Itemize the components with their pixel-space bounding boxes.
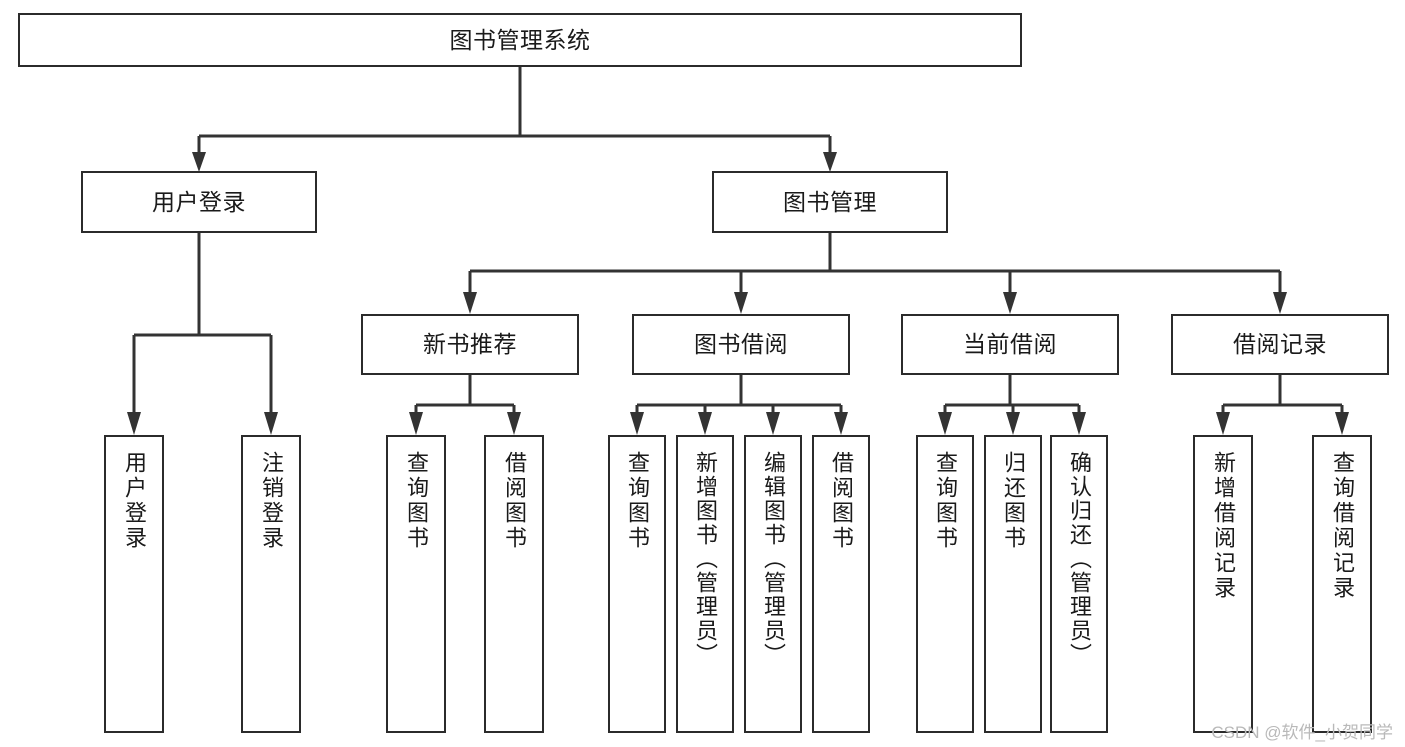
node-label: 当前借阅 [963,331,1057,358]
node-label: 注销登录 [259,451,284,551]
leaf-user-login[interactable]: 用户登录 [104,435,164,733]
arrowhead-icon [463,292,477,314]
arrowhead-icon [507,412,521,435]
leaf-borrow-book[interactable]: 借阅图书 [812,435,870,733]
arrowhead-icon [1072,412,1086,435]
node-label: 新书推荐 [423,331,517,358]
arrowhead-icon [823,152,837,172]
node-label: 借阅记录 [1233,331,1327,358]
node-book-management[interactable]: 图书管理 [712,171,948,233]
arrowhead-icon [409,412,423,435]
node-label: 新增图书（管理员） [693,451,718,667]
arrowhead-icon [1006,412,1020,435]
node-borrow-record[interactable]: 借阅记录 [1171,314,1389,375]
arrowhead-icon [1003,292,1017,314]
leaf-borrow-book-newbook[interactable]: 借阅图书 [484,435,544,733]
node-user-login[interactable]: 用户登录 [81,171,317,233]
arrowhead-icon [264,412,278,435]
node-label: 查询图书 [933,451,958,551]
node-label: 用户登录 [122,451,147,551]
node-label: 借阅图书 [829,451,854,551]
leaf-query-borrow-record[interactable]: 查询借阅记录 [1312,435,1372,733]
node-label: 查询借阅记录 [1330,451,1355,601]
arrowhead-icon [734,292,748,314]
watermark-text: CSDN @软件_小贺同学 [1211,723,1393,742]
node-label: 借阅图书 [502,451,527,551]
leaf-query-book-current[interactable]: 查询图书 [916,435,974,733]
node-label: 确认归还（管理员） [1067,451,1092,667]
node-label: 用户登录 [152,188,246,215]
arrowhead-icon [938,412,952,435]
leaf-add-borrow-record[interactable]: 新增借阅记录 [1193,435,1253,733]
arrowhead-icon [1273,292,1287,314]
node-label: 归还图书 [1001,451,1026,551]
node-label: 查询图书 [404,451,429,551]
leaf-edit-book-admin[interactable]: 编辑图书（管理员） [744,435,802,733]
node-book-borrow[interactable]: 图书借阅 [632,314,850,375]
node-label: 查询图书 [625,451,650,551]
node-label: 图书借阅 [694,331,788,358]
arrowhead-icon [127,412,141,435]
leaf-logout-login[interactable]: 注销登录 [241,435,301,733]
leaf-confirm-return-admin[interactable]: 确认归还（管理员） [1050,435,1108,733]
node-current-borrow[interactable]: 当前借阅 [901,314,1119,375]
arrowhead-icon [1216,412,1230,435]
leaf-return-book[interactable]: 归还图书 [984,435,1042,733]
arrowhead-icon [834,412,848,435]
leaf-query-book-newbook[interactable]: 查询图书 [386,435,446,733]
leaf-add-book-admin[interactable]: 新增图书（管理员） [676,435,734,733]
leaf-query-book-borrow[interactable]: 查询图书 [608,435,666,733]
node-label: 图书管理 [783,188,877,215]
node-label: 新增借阅记录 [1211,451,1236,601]
node-label: 编辑图书（管理员） [761,451,786,667]
arrowhead-icon [698,412,712,435]
node-root-system[interactable]: 图书管理系统 [18,13,1022,67]
arrowhead-icon [766,412,780,435]
arrowhead-icon [630,412,644,435]
arrowhead-icon [1335,412,1349,435]
node-new-book-recommend[interactable]: 新书推荐 [361,314,579,375]
arrowhead-icon [192,152,206,172]
node-label: 图书管理系统 [449,26,591,53]
